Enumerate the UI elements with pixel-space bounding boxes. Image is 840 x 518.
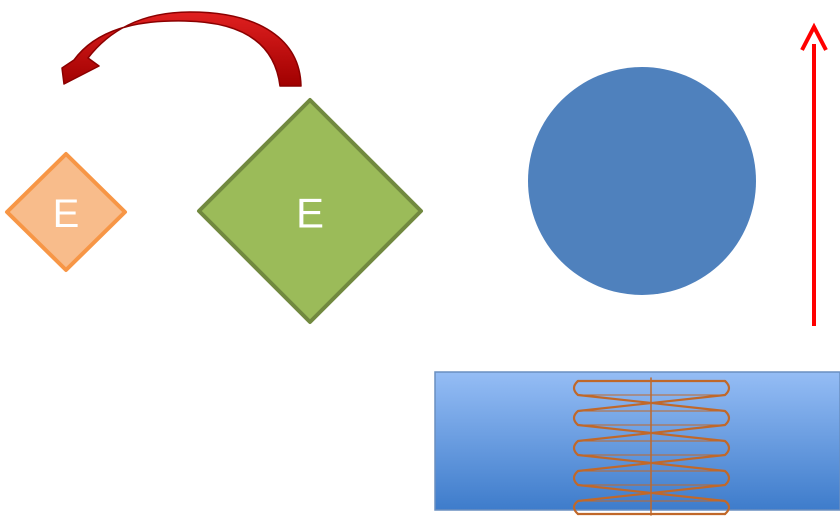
curved-arrow-icon — [61, 11, 302, 87]
blue-circle — [528, 67, 756, 295]
small-diamond: E — [5, 152, 127, 272]
large-diamond-label: E — [296, 190, 324, 237]
small-diamond-label: E — [53, 192, 80, 236]
coil-spring-icon — [572, 377, 731, 516]
large-diamond: E — [197, 98, 423, 324]
arrow-up-icon — [800, 22, 828, 326]
